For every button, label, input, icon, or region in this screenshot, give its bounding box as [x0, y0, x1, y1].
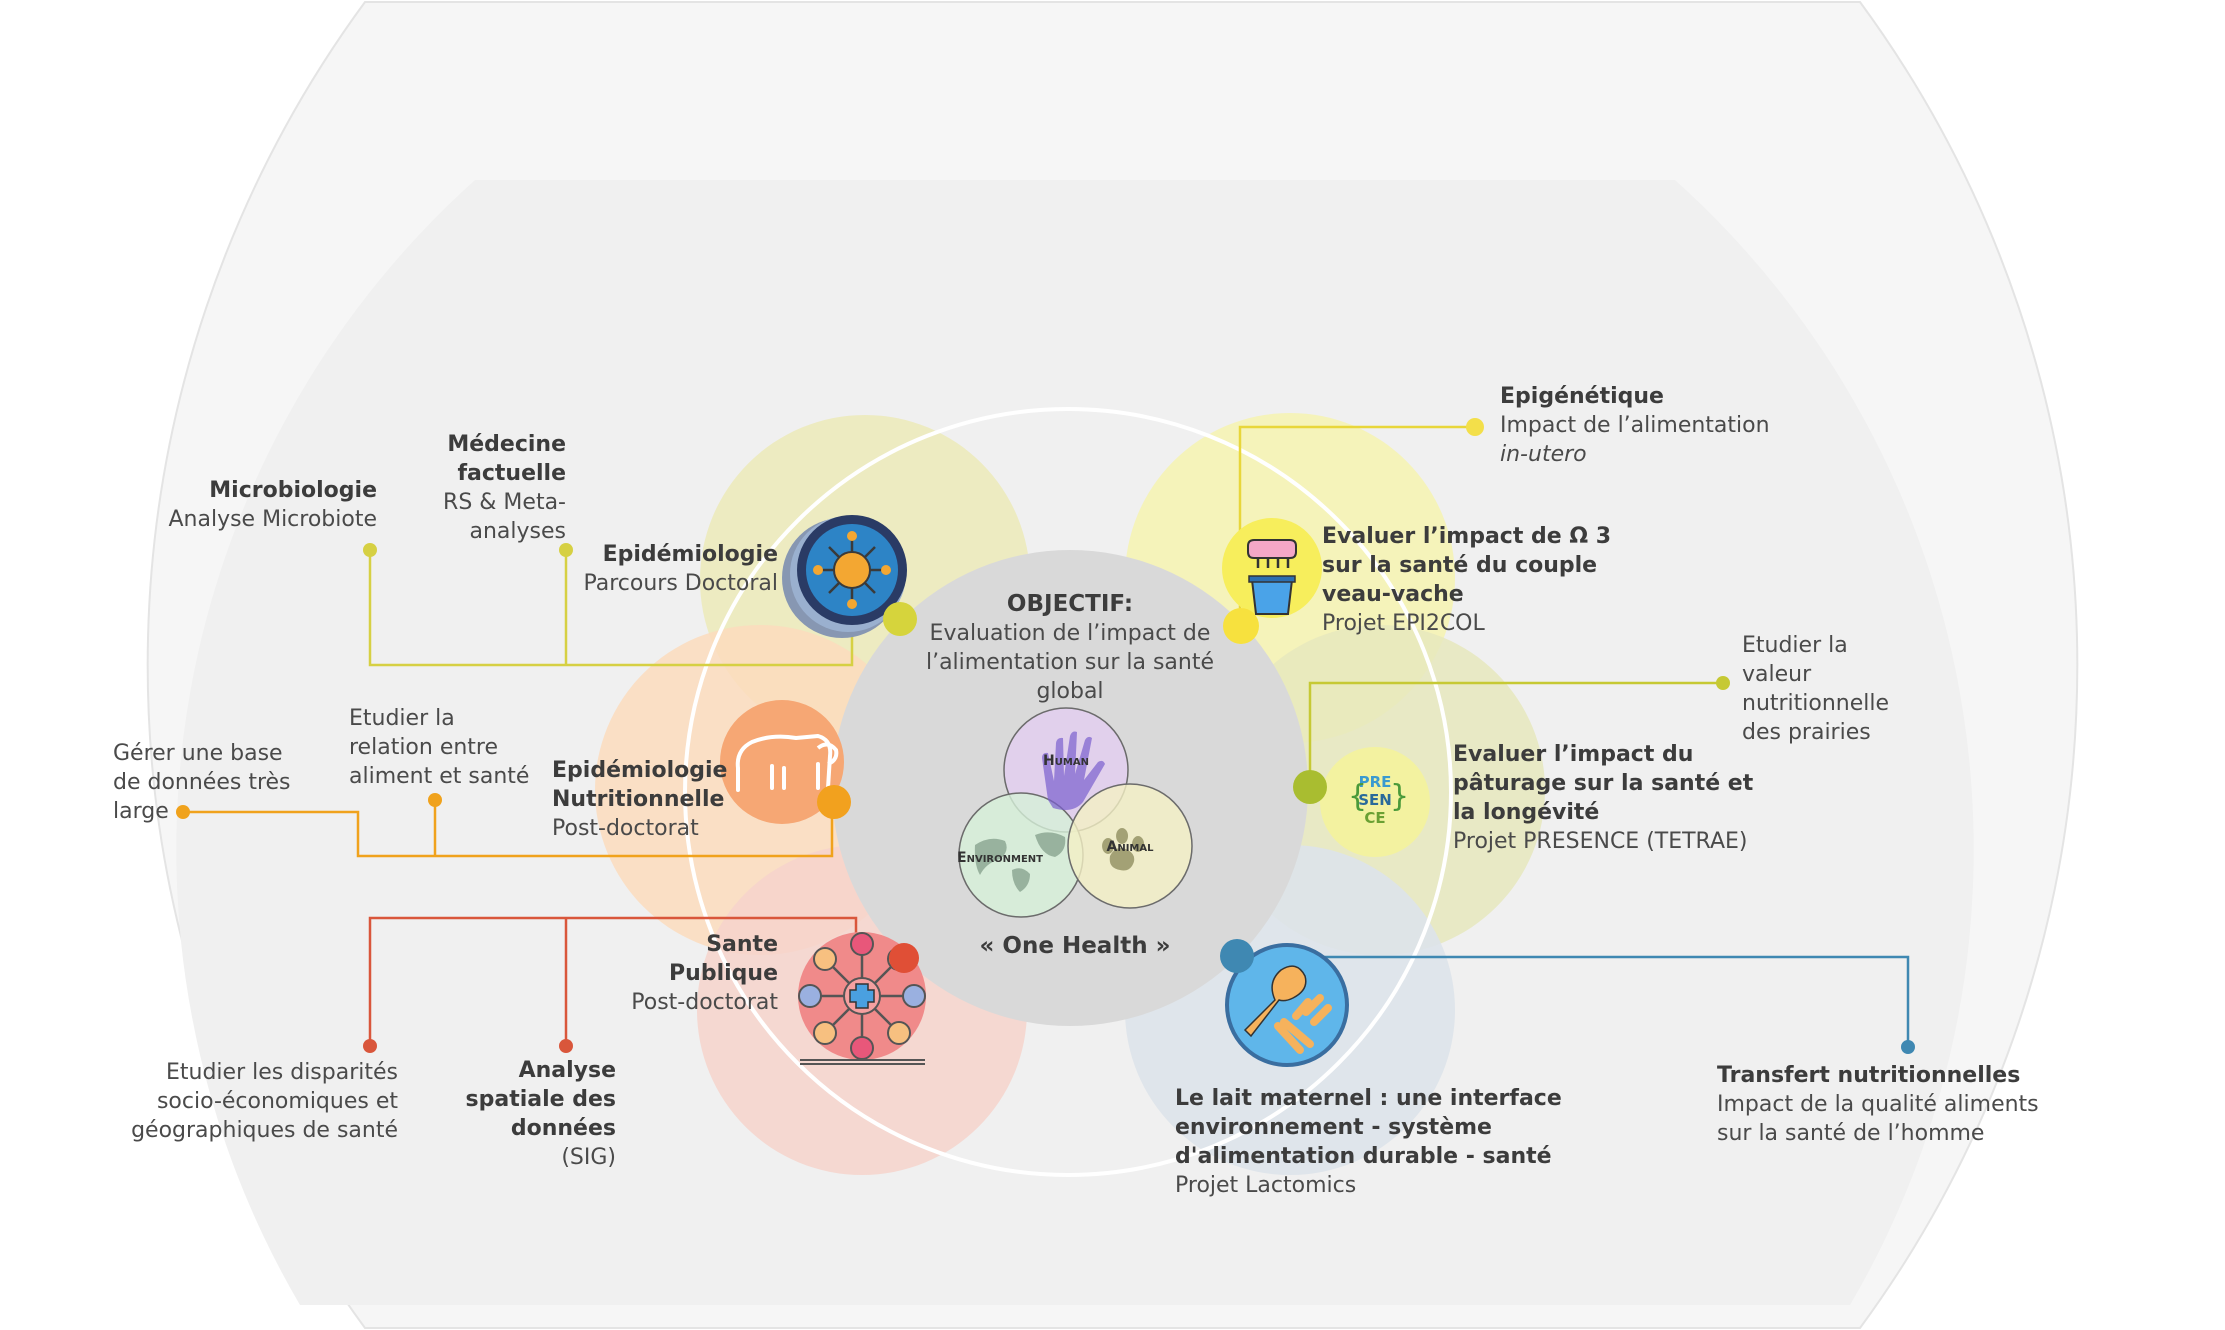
presence-logo-line3: CE	[1364, 809, 1385, 827]
microbiologie-subtitle: Analyse Microbiote	[168, 507, 377, 532]
microbiologie-label: Microbiologie Analyse Microbiote	[130, 476, 377, 534]
prairies-text: Etudier la valeur nutritionnelle des pra…	[1742, 633, 1890, 745]
presence-logo: PRE SEN CE { }	[1320, 747, 1430, 857]
sante-publique-subtitle: Post-doctorat	[631, 990, 778, 1015]
sante-publique-title: Sante Publique	[669, 932, 778, 986]
venn-human-label: Human	[1043, 753, 1089, 769]
connector-dot-transfert	[1901, 1040, 1915, 1054]
node-dot-presence	[1293, 770, 1327, 804]
epidemiologie-subtitle: Parcours Doctoral	[583, 571, 778, 596]
epigenetique-italic: in-utero	[1500, 442, 1587, 467]
one-health-venn: Human Environment Animal	[957, 707, 1193, 918]
venn-environment-label: Environment	[957, 850, 1043, 866]
paturage-title: Evaluer l’impact du pâturage sur la sant…	[1453, 742, 1754, 825]
epidemiologie-label: Epidémiologie Parcours Doctoral	[560, 540, 778, 598]
microbiologie-connectors	[368, 550, 854, 667]
objective-title: OBJECTIF:	[1006, 591, 1134, 617]
medecine-title: Médecine factuelle	[447, 432, 566, 486]
disparites-text: Etudier les disparités socio-économiques…	[131, 1060, 398, 1143]
venn-animal-circle	[1067, 783, 1193, 909]
lait-subtitle: Projet Lactomics	[1175, 1173, 1357, 1198]
venn-animal-label: Animal	[1107, 839, 1155, 855]
epidemiologie-title: Epidémiologie	[602, 542, 778, 567]
node-dot-epi-nutri	[817, 785, 851, 819]
presence-logo-brace-left: {	[1348, 779, 1367, 814]
medecine-label: Médecine factuelle RS & Meta- analyses	[400, 430, 566, 546]
node-dot-epigenetique	[1223, 608, 1259, 644]
omega-label: Evaluer l’impact de Ω 3 sur la santé du …	[1322, 522, 1611, 638]
connector-dot-prairies	[1716, 676, 1730, 690]
epi-nutri-label: Epidémiologie Nutritionnelle Post-doctor…	[552, 756, 727, 843]
connector-dot-disparites	[363, 1039, 377, 1053]
white-ring	[683, 407, 1453, 1177]
milk-pail-icon	[1222, 518, 1322, 618]
medecine-subtitle: RS & Meta- analyses	[443, 490, 566, 544]
relation-text: Etudier la relation entre aliment et san…	[349, 706, 530, 789]
one-health-label: « One Health »	[979, 933, 1171, 959]
lactomics-connectors	[1238, 955, 1910, 1047]
presence-connectors	[1308, 681, 1723, 785]
epi-nutri-subtitle: Post-doctorat	[552, 816, 699, 841]
prairies-label: Etudier la valeur nutritionnelle des pra…	[1742, 631, 1889, 747]
paw-print-icon	[1102, 828, 1145, 871]
connector-dot-gerer	[176, 805, 190, 819]
connector-dot-epigenetique	[1466, 418, 1484, 436]
analyse-spatiale-subtitle: (SIG)	[561, 1145, 616, 1170]
objective-block: OBJECTIF: Evaluation de l’impact de l’al…	[915, 590, 1225, 706]
connector-dot-relation	[428, 793, 442, 807]
omega-subtitle: Projet EPI2COL	[1322, 611, 1485, 636]
presence-logo-line2: SEN	[1358, 791, 1392, 809]
omega-title: Evaluer l’impact de Ω 3 sur la santé du …	[1322, 524, 1612, 607]
world-map-icon	[974, 832, 1066, 892]
epigenetique-label: Epigénétique Impact de l’alimentation in…	[1500, 382, 1770, 469]
transfert-label: Transfert nutritionnelles Impact de la q…	[1717, 1061, 2039, 1148]
presence-logo-line1: PRE	[1359, 773, 1392, 791]
transfert-title: Transfert nutritionnelles	[1717, 1063, 2021, 1088]
connector-dot-medecine	[559, 543, 573, 557]
analyse-spatiale-label: Analyse spatiale des données (SIG)	[460, 1056, 616, 1172]
analyse-spatiale-title: Analyse spatiale des données	[465, 1058, 616, 1141]
transfert-subtitle: Impact de la qualité aliments sur la san…	[1717, 1092, 2039, 1146]
epigenetique-subtitle: Impact de l’alimentation	[1500, 413, 1770, 438]
cow-icon	[720, 700, 844, 824]
petri-dish-icon	[782, 515, 907, 638]
disparites-label: Etudier les disparités socio-économiques…	[110, 1058, 398, 1145]
lait-title: Le lait maternel : une interface environ…	[1175, 1086, 1562, 1169]
connector-dot-microbiologie	[363, 543, 377, 557]
connector-dot-spatiale	[559, 1039, 573, 1053]
hand-icon	[1042, 731, 1105, 810]
epigenetique-title: Epigénétique	[1500, 384, 1664, 409]
spoon-fork-icon	[1225, 943, 1349, 1067]
lait-label: Le lait maternel : une interface environ…	[1175, 1084, 1562, 1200]
epi-nutri-connectors	[183, 800, 834, 858]
one-health-label-block: « One Health »	[940, 932, 1210, 961]
paturage-subtitle: Projet PRESENCE (TETRAE)	[1453, 829, 1748, 854]
microbiologie-title: Microbiologie	[209, 478, 377, 503]
paturage-label: Evaluer l’impact du pâturage sur la sant…	[1453, 740, 1753, 856]
sante-publique-label: Sante Publique Post-doctorat	[580, 930, 778, 1017]
gerer-text: Gérer une base de données très large	[113, 741, 291, 824]
node-dot-microbiologie	[883, 602, 917, 636]
epi-nutri-title: Epidémiologie Nutritionnelle	[552, 758, 728, 812]
gerer-label: Gérer une base de données très large	[113, 739, 291, 826]
relation-label: Etudier la relation entre aliment et san…	[349, 704, 529, 791]
objective-text: Evaluation de l’impact de l’alimentation…	[925, 621, 1215, 704]
presence-logo-brace-right: }	[1390, 779, 1409, 814]
node-dot-sante	[889, 943, 919, 973]
node-dot-lactomics	[1220, 939, 1254, 973]
